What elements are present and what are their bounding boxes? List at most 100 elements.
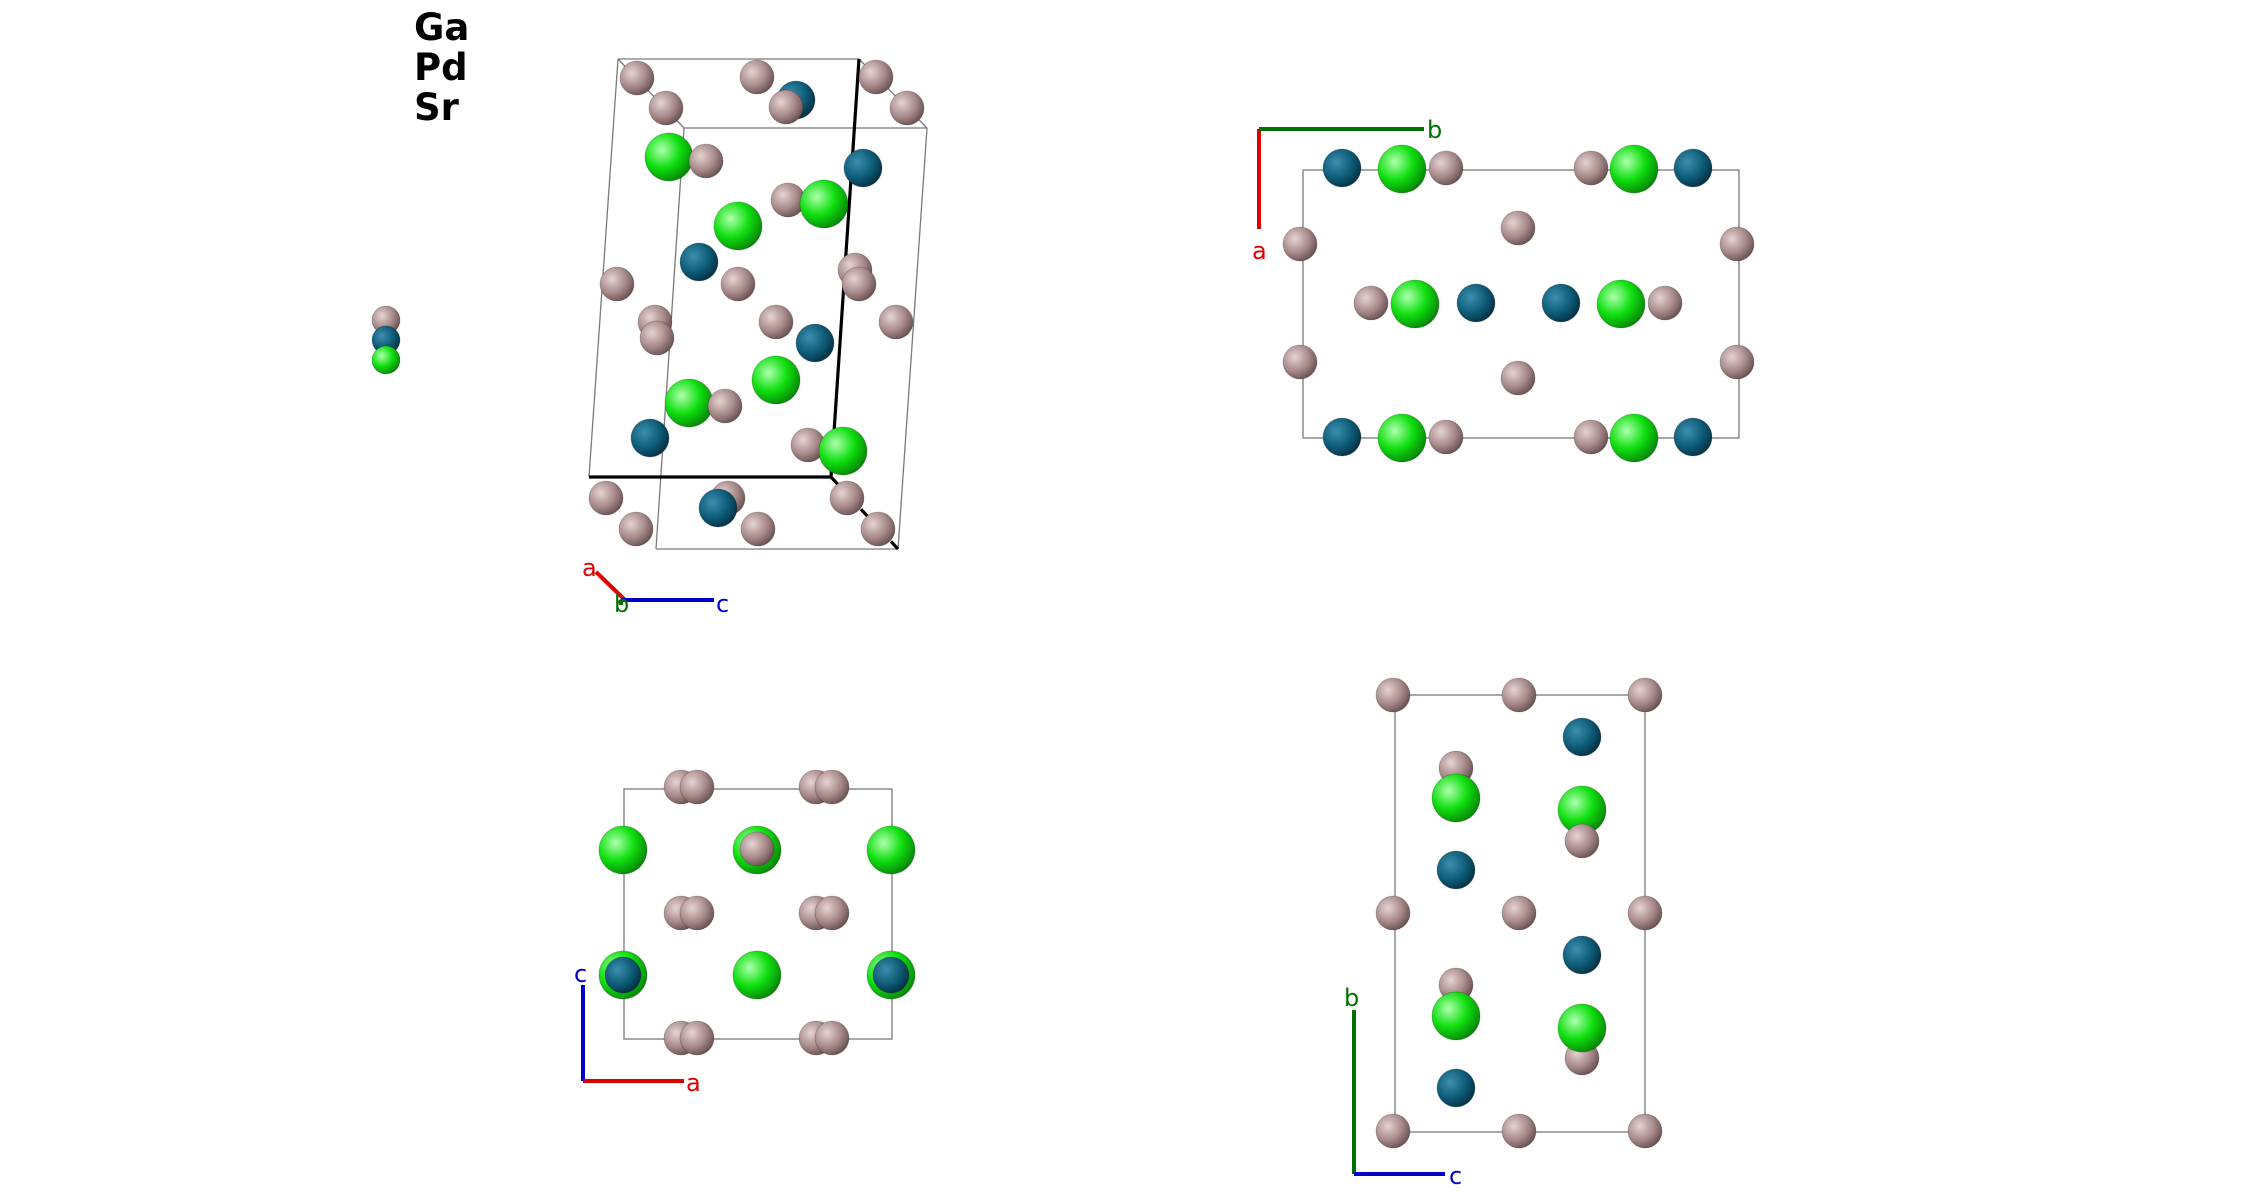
unit-cell-axes bbox=[589, 58, 900, 551]
sr-atom bbox=[1377, 413, 1427, 463]
ga-atom bbox=[1375, 1113, 1411, 1149]
ga-atom bbox=[1500, 360, 1536, 396]
sr-atom bbox=[751, 355, 801, 405]
ga-atom bbox=[1501, 1113, 1537, 1149]
ga-atom bbox=[829, 480, 865, 516]
pd-atom bbox=[630, 418, 670, 458]
ga-atom bbox=[679, 769, 715, 805]
projection-view-bc: b c bbox=[1344, 677, 1663, 1190]
axis-triad-bc: b c bbox=[1344, 984, 1462, 1190]
pd-atom bbox=[1436, 1068, 1476, 1108]
ga-atom bbox=[1375, 677, 1411, 713]
legend-sr: Sr bbox=[414, 86, 459, 129]
sr-atom bbox=[1431, 773, 1481, 823]
ga-atom bbox=[1428, 419, 1464, 455]
ga-atom bbox=[648, 90, 684, 126]
pd-atom bbox=[679, 242, 719, 282]
ga-atom bbox=[814, 895, 850, 931]
sr-atom bbox=[1431, 991, 1481, 1041]
ga-atom bbox=[860, 511, 896, 547]
axis-label-b: b bbox=[1427, 116, 1442, 144]
perspective-view: a b c bbox=[582, 58, 928, 618]
projection-view-ac: c a bbox=[574, 769, 916, 1097]
axis-label-c: c bbox=[574, 960, 587, 988]
sr-atom bbox=[713, 201, 763, 251]
sr-atom bbox=[1390, 279, 1440, 329]
ga-atom bbox=[619, 60, 655, 96]
ga-atom bbox=[1375, 895, 1411, 931]
axis-label-a: a bbox=[1252, 237, 1267, 265]
ga-atom bbox=[1501, 677, 1537, 713]
ga-atom bbox=[707, 388, 743, 424]
ga-atom bbox=[1353, 285, 1389, 321]
axis-label-a: a bbox=[582, 554, 597, 582]
ga-atom bbox=[770, 182, 806, 218]
legend-ga: Ga bbox=[414, 6, 470, 49]
ga-atom bbox=[1719, 344, 1755, 380]
pd-atom bbox=[698, 488, 738, 528]
ga-atom bbox=[1500, 210, 1536, 246]
ga-atom bbox=[841, 266, 877, 302]
pd-atom bbox=[1436, 850, 1476, 890]
sr-atom bbox=[1377, 144, 1427, 194]
element-legend: Ga Pd Sr bbox=[414, 8, 469, 128]
sr-atom bbox=[1596, 279, 1646, 329]
ga-atom bbox=[1719, 226, 1755, 262]
atoms-view-bc bbox=[1375, 677, 1663, 1149]
axis-label-b: b bbox=[614, 590, 629, 618]
ga-atom bbox=[1428, 150, 1464, 186]
pd-atom bbox=[843, 148, 883, 188]
pd-atom bbox=[1562, 717, 1602, 757]
axis-label-b: b bbox=[1344, 984, 1359, 1012]
sr-atom bbox=[664, 378, 714, 428]
ga-atom bbox=[599, 266, 635, 302]
sr-atom bbox=[799, 179, 849, 229]
ga-atom bbox=[1627, 1113, 1663, 1149]
axis-triad-perspective: a b c bbox=[582, 554, 729, 618]
axis-label-a: a bbox=[686, 1069, 701, 1097]
pd-atom bbox=[1562, 935, 1602, 975]
pd-atom bbox=[1322, 148, 1362, 188]
unit-cell-outline bbox=[623, 788, 893, 1040]
ga-atom bbox=[758, 304, 794, 340]
axis-triad-ab: a b bbox=[1252, 116, 1442, 265]
ga-atom bbox=[1573, 150, 1609, 186]
ga-atom bbox=[858, 59, 894, 95]
ga-atom bbox=[739, 831, 775, 867]
ga-atom bbox=[1647, 285, 1683, 321]
legend-pd: Pd bbox=[414, 46, 468, 89]
sr-atom bbox=[371, 345, 401, 375]
atoms-view-ab bbox=[1282, 144, 1755, 463]
ga-atom bbox=[1627, 677, 1663, 713]
sr-atom bbox=[732, 950, 782, 1000]
ga-atom bbox=[688, 143, 724, 179]
ga-atom bbox=[878, 304, 914, 340]
pd-atom bbox=[604, 956, 642, 994]
ga-atom bbox=[889, 90, 925, 126]
axis-triad-ac: c a bbox=[574, 960, 701, 1097]
sr-atom bbox=[818, 426, 868, 476]
sr-atom bbox=[598, 825, 648, 875]
pd-atom bbox=[1673, 148, 1713, 188]
pd-atom bbox=[872, 956, 910, 994]
ga-atom bbox=[814, 769, 850, 805]
projection-view-ab: a b bbox=[1252, 116, 1755, 463]
axis-label-c: c bbox=[716, 590, 729, 618]
sr-atom bbox=[1609, 413, 1659, 463]
ga-atom bbox=[814, 1020, 850, 1056]
ga-atom bbox=[768, 89, 804, 125]
ga-atom bbox=[679, 895, 715, 931]
ga-atom bbox=[588, 480, 624, 516]
sr-atom bbox=[1557, 1003, 1607, 1053]
ga-atom bbox=[1282, 344, 1318, 380]
ga-atom bbox=[1501, 895, 1537, 931]
pd-atom bbox=[1456, 283, 1496, 323]
pd-atom bbox=[795, 323, 835, 363]
ga-atom bbox=[1627, 895, 1663, 931]
ga-atom bbox=[1282, 226, 1318, 262]
pd-atom bbox=[1541, 283, 1581, 323]
ga-atom bbox=[1573, 419, 1609, 455]
unit-cell-outline bbox=[1302, 169, 1740, 439]
atoms-perspective bbox=[588, 59, 925, 547]
pd-atom bbox=[1673, 417, 1713, 457]
